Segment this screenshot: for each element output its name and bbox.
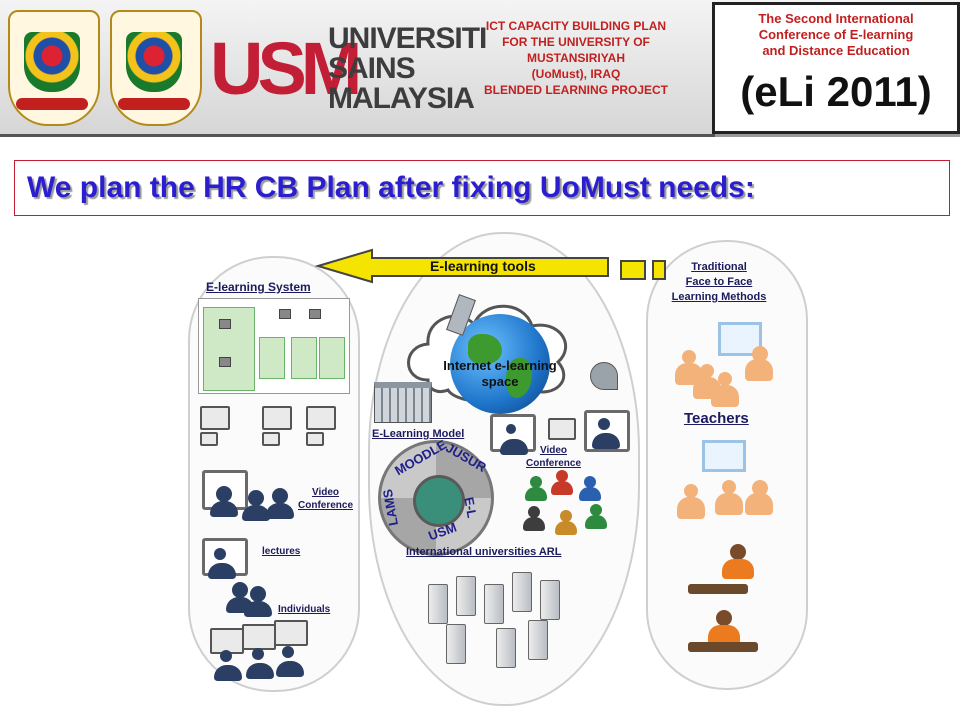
label-line: Conference bbox=[298, 500, 354, 511]
conference-line: Conference of E-learning bbox=[758, 27, 914, 42]
conference-box: The Second International Conference of E… bbox=[712, 2, 960, 134]
person-icon bbox=[500, 424, 528, 455]
satellite-dish-icon bbox=[590, 362, 618, 390]
yellow-square-icon bbox=[620, 260, 646, 280]
globe-icon bbox=[450, 314, 550, 414]
label-line: Internet e-learning bbox=[443, 358, 557, 373]
usm-crest-icon bbox=[110, 10, 202, 126]
student-icon bbox=[677, 484, 705, 519]
label-line: Face to Face bbox=[685, 276, 753, 288]
student-icon bbox=[711, 372, 739, 407]
individuals-label: Individuals bbox=[278, 604, 331, 615]
slide-heading: We plan the HR CB Plan after fixing UoMu… bbox=[27, 171, 755, 204]
computer-icon bbox=[262, 406, 292, 430]
computer-icon bbox=[200, 432, 218, 446]
server-icon bbox=[428, 584, 448, 624]
label-line: Traditional bbox=[691, 261, 747, 273]
plan-title-line: FOR THE UNIVERSITY OF bbox=[502, 35, 650, 49]
computer-icon bbox=[306, 406, 336, 430]
person-icon bbox=[266, 488, 294, 519]
yellow-square-icon bbox=[652, 260, 666, 280]
elearning-model-label: E-Learning Model bbox=[372, 428, 465, 440]
person-icon bbox=[579, 476, 601, 501]
office-worker-icon bbox=[722, 544, 754, 579]
computer-icon bbox=[262, 432, 280, 446]
person-icon bbox=[585, 504, 607, 529]
header-banner: USM UNIVERSITI SAINS MALAYSIA ICT CAPACI… bbox=[0, 0, 960, 137]
student-icon bbox=[693, 364, 721, 399]
office-worker-icon bbox=[708, 610, 740, 645]
teacher-icon bbox=[745, 346, 773, 381]
server-icon bbox=[484, 584, 504, 624]
server-icon bbox=[528, 620, 548, 660]
plan-title: ICT CAPACITY BUILDING PLAN FOR THE UNIVE… bbox=[448, 18, 704, 98]
person-icon bbox=[246, 648, 274, 679]
university-name-line: SAINS bbox=[328, 52, 416, 85]
computer-icon bbox=[200, 406, 230, 430]
network-diagram bbox=[198, 298, 350, 394]
whiteboard-icon bbox=[702, 440, 746, 472]
person-icon bbox=[592, 418, 620, 449]
university-name: UNIVERSITI SAINS MALAYSIA bbox=[328, 22, 487, 115]
conference-line: and Distance Education bbox=[762, 43, 910, 58]
lectures-label: lectures bbox=[262, 546, 301, 557]
plan-title-line: (UoMust), IRAQ bbox=[531, 67, 621, 81]
person-icon bbox=[210, 486, 238, 517]
label-line: space bbox=[481, 374, 519, 389]
person-icon bbox=[555, 510, 577, 535]
person-icon bbox=[551, 470, 573, 495]
label-line: Video bbox=[539, 445, 568, 456]
student-icon bbox=[675, 350, 703, 385]
label-line: Video bbox=[311, 487, 340, 498]
computer-icon bbox=[306, 432, 324, 446]
desk-icon bbox=[688, 642, 758, 652]
label-line: Learning Methods bbox=[671, 291, 767, 303]
label-line: Conference bbox=[526, 458, 582, 469]
server-icon bbox=[446, 624, 466, 664]
conference-acronym: (eLi 2011) bbox=[740, 68, 932, 115]
conference-line: The Second International bbox=[758, 11, 914, 26]
computer-icon bbox=[274, 620, 308, 646]
elearning-tools-label: E-learning tools bbox=[430, 258, 536, 274]
person-icon bbox=[226, 582, 254, 613]
desk-icon bbox=[688, 584, 748, 594]
person-icon bbox=[523, 506, 545, 531]
plan-title-line: ICT CAPACITY BUILDING PLAN bbox=[485, 19, 667, 33]
arl-label: International universities ARL bbox=[406, 546, 562, 558]
person-icon bbox=[525, 476, 547, 501]
plan-title-line: BLENDED LEARNING PROJECT bbox=[483, 83, 668, 97]
malaysia-crest-icon bbox=[8, 10, 100, 126]
internet-space-label: Internet e-learning space bbox=[428, 358, 572, 390]
person-icon bbox=[242, 490, 270, 521]
arrow-left-icon bbox=[314, 248, 609, 284]
server-icon bbox=[496, 628, 516, 668]
traditional-methods-title: Traditional Face to Face Learning Method… bbox=[652, 260, 786, 305]
person-icon bbox=[244, 586, 272, 617]
server-icon bbox=[512, 572, 532, 612]
teachers-label: Teachers bbox=[684, 410, 749, 427]
university-name-line: MALAYSIA bbox=[328, 82, 475, 115]
university-building-icon bbox=[374, 382, 432, 423]
teacher-icon bbox=[745, 480, 773, 515]
video-screen-icon bbox=[584, 410, 630, 452]
university-name-line: UNIVERSITI bbox=[328, 22, 487, 55]
student-icon bbox=[715, 480, 743, 515]
video-conference-label: Video Conference bbox=[526, 444, 581, 470]
slide-heading-box: We plan the HR CB Plan after fixing UoMu… bbox=[14, 160, 950, 216]
person-icon bbox=[276, 646, 304, 677]
webcam-icon bbox=[548, 418, 576, 440]
server-icon bbox=[540, 580, 560, 620]
server-icon bbox=[456, 576, 476, 616]
person-icon bbox=[214, 650, 242, 681]
plan-title-line: MUSTANSIRIYAH bbox=[526, 51, 625, 65]
elearning-model-wheel-icon bbox=[378, 440, 494, 556]
person-icon bbox=[208, 548, 236, 579]
computer-icon bbox=[242, 624, 276, 650]
elearning-system-title: E-learning System bbox=[206, 280, 311, 294]
video-conference-label: Video Conference bbox=[298, 486, 353, 512]
usm-logo: USM bbox=[210, 27, 362, 110]
